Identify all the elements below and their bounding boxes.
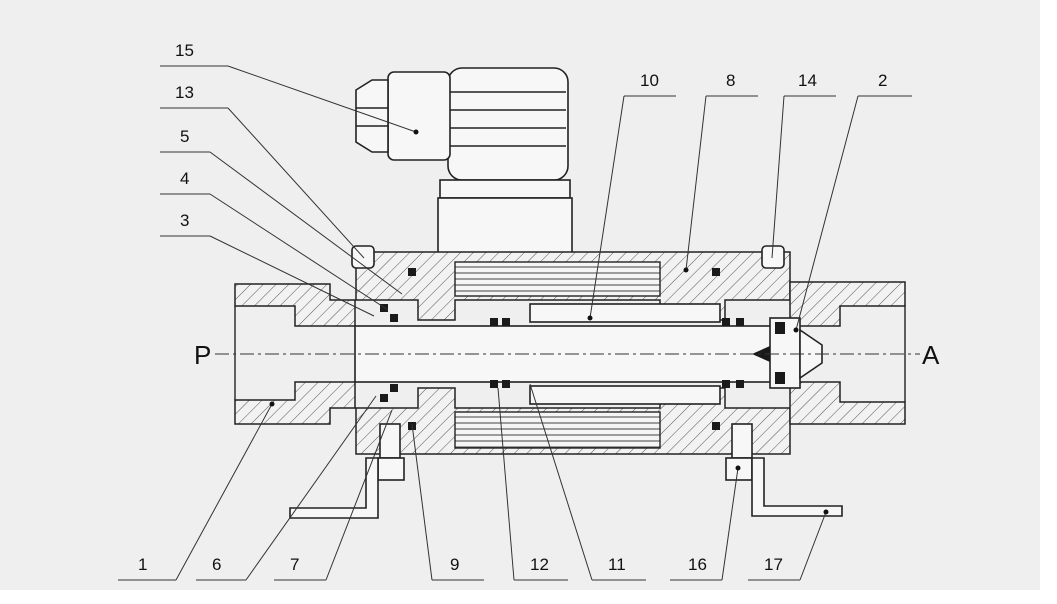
callout-17: 17 <box>764 555 783 574</box>
callout-7: 7 <box>290 555 299 574</box>
callout-2: 2 <box>878 71 887 90</box>
callout-15: 15 <box>175 41 194 60</box>
mounting-bracket <box>289 457 843 519</box>
callout-12: 12 <box>530 555 549 574</box>
cable-gland <box>355 71 451 161</box>
bottom-callouts: 1 6 7 9 12 11 16 17 <box>118 383 829 581</box>
callout-11: 11 <box>608 555 626 574</box>
port-label-outlet: A <box>922 340 940 370</box>
callout-8: 8 <box>726 71 735 90</box>
port-label-inlet: P <box>194 340 211 370</box>
connector-housing <box>437 67 573 254</box>
callout-14: 14 <box>798 71 817 90</box>
callout-6: 6 <box>212 555 221 574</box>
outlet-fitting <box>789 281 906 425</box>
callout-3: 3 <box>180 211 189 230</box>
callout-13: 13 <box>175 83 194 102</box>
callout-9: 9 <box>450 555 459 574</box>
callout-16: 16 <box>688 555 707 574</box>
callout-4: 4 <box>180 169 189 188</box>
callout-1: 1 <box>138 555 147 574</box>
top-callouts: 15 13 5 4 3 10 8 14 2 <box>160 41 912 333</box>
callout-5: 5 <box>180 127 189 146</box>
callout-10: 10 <box>640 71 659 90</box>
